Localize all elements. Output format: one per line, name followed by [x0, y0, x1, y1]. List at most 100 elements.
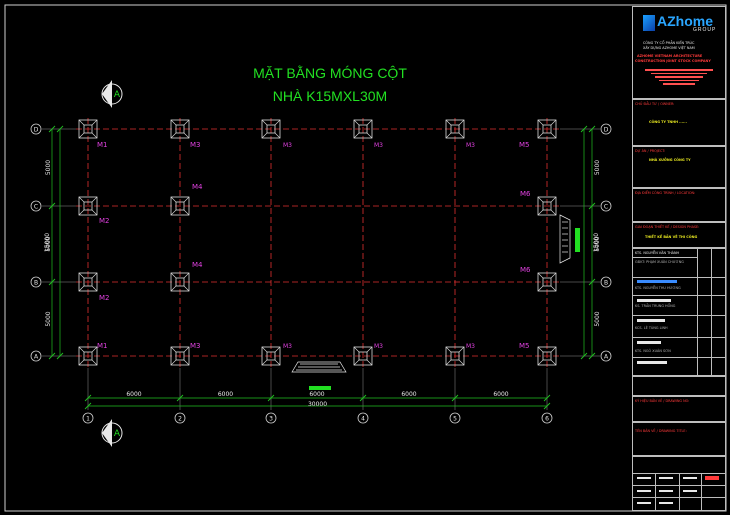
stair-symbol-bottom — [291, 361, 347, 390]
drawing-no-panel: KÝ HIỆU BẢN VẼ / DRAWING NO: — [632, 396, 726, 422]
axis-bubble-col-1 — [82, 412, 94, 424]
footing-B6-pad — [537, 272, 557, 292]
footing-A3-edge — [261, 359, 268, 366]
dim-text-total-y-right: 15000 — [593, 233, 600, 252]
section-mark-top: A — [101, 80, 123, 108]
project-value: NHÀ XƯỞNG CÔNG TY — [649, 158, 691, 162]
footing-A1-edge — [78, 346, 85, 353]
location-panel: ĐỊA ĐIỂM CÔNG TRÌNH / LOCATION: — [632, 188, 726, 222]
axis-bubble-col-2 — [174, 412, 186, 424]
staff-panel: KTS. NGUYỄN VĂN THÀNH GĐKT: PHẠM XUÂN CH… — [632, 248, 726, 376]
footing-A3-column — [266, 351, 276, 361]
axis-bubble-left-row-B — [30, 276, 42, 288]
axis-label-left-row-B: B — [34, 280, 38, 287]
drawing-no-label: KÝ HIỆU BẢN VẼ / DRAWING NO: — [635, 399, 690, 403]
stage-panel: GIAI ĐOẠN THIẾT KẾ / DESIGN PHASE: THIẾT… — [632, 222, 726, 248]
footing-A3-edge — [274, 359, 281, 366]
footing-A6-edge — [537, 346, 544, 353]
footing-A6-pad — [537, 346, 557, 366]
footing-D2-edge — [170, 132, 177, 139]
footings — [78, 119, 557, 366]
footing-label-B1: M2 — [99, 294, 110, 302]
dim-tick-y-left-1 — [48, 202, 56, 210]
footing-A1-column — [83, 351, 93, 361]
logo-mark-icon — [643, 15, 655, 31]
dim-tick-total-y-right-start — [580, 125, 588, 133]
footing-label-C1: M2 — [99, 217, 110, 225]
footing-B1-edge — [91, 272, 98, 279]
footing-B1-column — [83, 277, 93, 287]
footing-A5-edge — [445, 359, 452, 366]
footing-label-A4: M3 — [374, 343, 383, 350]
axis-bubble-col-3 — [265, 412, 277, 424]
axis-bubble-col-4 — [357, 412, 369, 424]
revision-table — [632, 456, 726, 511]
footing-C1-edge — [78, 209, 85, 216]
footing-B6-edge — [550, 272, 557, 279]
dim-tick-total-y-left-start — [56, 125, 64, 133]
footing-D1-column — [83, 124, 93, 134]
dim-text-y-left-1: 5000 — [45, 236, 52, 251]
stair-symbol-right — [559, 214, 580, 264]
footing-B2-edge — [170, 285, 177, 292]
footing-B1-edge — [91, 285, 98, 292]
footing-A5-edge — [458, 359, 465, 366]
title-block: AZhome GROUP CÔNG TY CỔ PHẦN KIẾN TRÚC X… — [632, 6, 726, 511]
dim-tick-total-y-left-end — [56, 352, 64, 360]
axis-bubble-col-6 — [541, 412, 553, 424]
axis-label-left-row-C: C — [34, 204, 38, 211]
footing-A5-edge — [458, 346, 465, 353]
footing-A6-edge — [537, 359, 544, 366]
axis-label-col-4: 4 — [361, 416, 365, 423]
axis-label-right-row-B: B — [604, 280, 608, 287]
footing-A2-column — [175, 351, 185, 361]
footing-A3-edge — [274, 346, 281, 353]
axis-label-col-3: 3 — [269, 416, 273, 423]
footing-D3-edge — [274, 119, 281, 126]
axis-bubble-left-row-C — [30, 200, 42, 212]
drawing-title-panel: TÊN BẢN VẼ / DRAWING TITLE: — [632, 422, 726, 456]
dim-tick-x-3 — [359, 394, 367, 402]
footing-label-D1: M1 — [97, 141, 108, 149]
footing-D5-pad — [445, 119, 465, 139]
footing-D3-edge — [261, 119, 268, 126]
drawing-title-line2: NHÀ K15MXL30M — [273, 88, 387, 104]
staff-6: KTS. NGÔ XUÂN SƠN — [635, 349, 671, 353]
footing-B2-edge — [170, 272, 177, 279]
footing-C6-edge — [537, 209, 544, 216]
footing-C1-pad — [78, 196, 98, 216]
project-label: DỰ ÁN / PROJECT: — [635, 149, 666, 153]
footing-A1-edge — [91, 346, 98, 353]
footing-B6-column — [542, 277, 552, 287]
footing-D5-edge — [445, 119, 452, 126]
axis-label-right-row-C: C — [604, 204, 608, 211]
footing-label-A6: M5 — [519, 342, 530, 350]
dim-tick-x-5 — [543, 394, 551, 402]
footing-D5-edge — [458, 132, 465, 139]
owner-value: CÔNG TY TNHH ...... — [649, 120, 687, 124]
footing-A6-column — [542, 351, 552, 361]
footing-C1-edge — [91, 209, 98, 216]
footing-label-D5: M3 — [466, 142, 475, 149]
footing-label-C2: M4 — [192, 183, 203, 191]
footing-label-D2: M3 — [190, 141, 201, 149]
location-label: ĐỊA ĐIỂM CÔNG TRÌNH / LOCATION: — [635, 191, 696, 195]
dim-tick-total-y-right-end — [580, 352, 588, 360]
footing-D1-edge — [78, 119, 85, 126]
axis-bubble-left-row-D — [30, 123, 42, 135]
footing-A2-pad — [170, 346, 190, 366]
company-en-2: CONSTRUCTION JOINT STOCK COMPANY — [635, 59, 711, 63]
footing-D4-edge — [366, 132, 373, 139]
footing-C1-edge — [78, 196, 85, 203]
footing-B1-edge — [78, 272, 85, 279]
dim-text-y-left-0: 5000 — [45, 160, 52, 175]
axis-label-left-row-D: D — [34, 127, 39, 134]
dim-tick-x-4 — [451, 394, 459, 402]
owner-label: CHỦ ĐẦU TƯ / OWNER: — [635, 102, 675, 106]
drawing-title-label: TÊN BẢN VẼ / DRAWING TITLE: — [635, 429, 687, 433]
footing-A1-edge — [78, 359, 85, 366]
footing-B2-edge — [183, 285, 190, 292]
blank-panel — [632, 376, 726, 396]
